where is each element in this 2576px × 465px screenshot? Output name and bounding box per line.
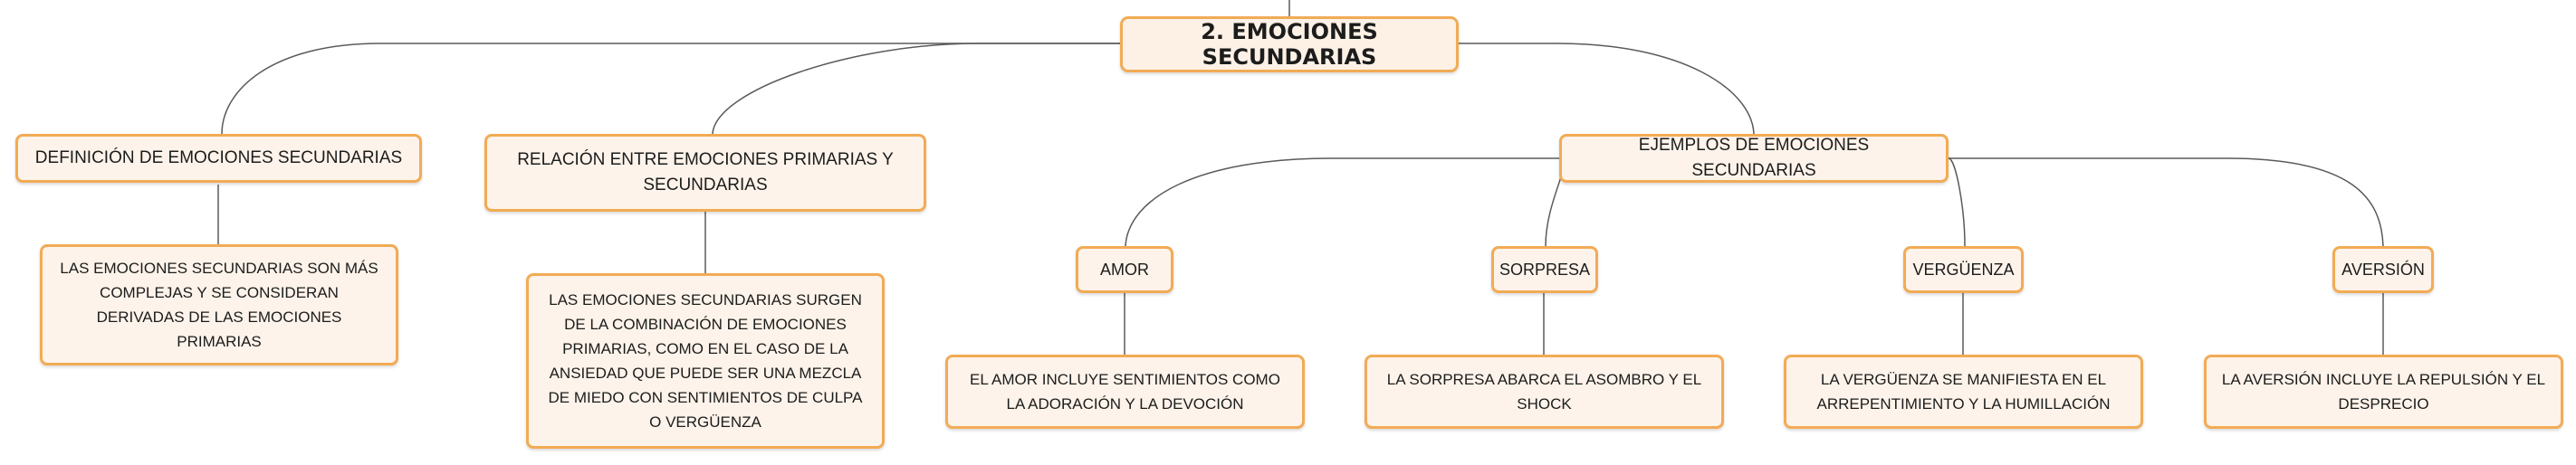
- node-definicion-detail-text: LAS EMOCIONES SECUNDARIAS SON MÁS COMPLE…: [60, 260, 378, 350]
- node-sorpresa-detail-text: LA SORPRESA ABARCA EL ASOMBRO Y EL SHOCK: [1386, 371, 1702, 413]
- connector-ejemplos-verguenza: [1948, 157, 1966, 247]
- connector-ejemplos-aversion: [1949, 157, 2384, 247]
- node-verguenza-detail-text: LA VERGÜENZA SE MANIFIESTA EN EL ARREPEN…: [1816, 371, 2111, 413]
- node-sorpresa-label: SORPRESA: [1499, 260, 1591, 279]
- node-relacion-detail-text: LAS EMOCIONES SECUNDARIAS SURGEN DE LA C…: [548, 291, 863, 431]
- node-definicion[interactable]: DEFINICIÓN DE EMOCIONES SECUNDARIAS: [15, 134, 422, 183]
- node-definicion-detail[interactable]: LAS EMOCIONES SECUNDARIAS SON MÁS COMPLE…: [40, 244, 398, 365]
- node-amor[interactable]: AMOR: [1076, 246, 1173, 293]
- node-amor-detail[interactable]: EL AMOR INCLUYE SENTIMIENTOS COMO LA ADO…: [945, 355, 1305, 429]
- node-sorpresa[interactable]: SORPRESA: [1491, 246, 1598, 293]
- node-relacion-label: RELACIÓN ENTRE EMOCIONES PRIMARIAS Y SEC…: [517, 150, 894, 195]
- node-aversion-detail-text: LA AVERSIÓN INCLUYE LA REPULSIÓN Y EL DE…: [2221, 371, 2546, 413]
- connector-root-ejemplos: [1459, 43, 1755, 135]
- node-aversion-detail[interactable]: LA AVERSIÓN INCLUYE LA REPULSIÓN Y EL DE…: [2204, 355, 2563, 429]
- connector-root-relacion: [712, 43, 1120, 135]
- node-ejemplos-label: EJEMPLOS DE EMOCIONES SECUNDARIAS: [1638, 136, 1870, 180]
- node-sorpresa-detail[interactable]: LA SORPRESA ABARCA EL ASOMBRO Y EL SHOCK: [1365, 355, 1724, 429]
- root-node[interactable]: 2. EMOCIONES SECUNDARIAS: [1120, 16, 1459, 72]
- node-relacion[interactable]: RELACIÓN ENTRE EMOCIONES PRIMARIAS Y SEC…: [484, 134, 926, 212]
- node-aversion-label: AVERSIÓN: [2341, 260, 2425, 279]
- connector-root-definicion: [221, 43, 1120, 135]
- node-amor-label: AMOR: [1100, 260, 1149, 279]
- node-ejemplos[interactable]: EJEMPLOS DE EMOCIONES SECUNDARIAS: [1559, 134, 1949, 183]
- node-verguenza[interactable]: VERGÜENZA: [1903, 246, 2024, 293]
- connector-ejemplos-amor: [1125, 157, 1559, 247]
- root-label: 2. EMOCIONES SECUNDARIAS: [1201, 19, 1378, 70]
- node-definicion-label: DEFINICIÓN DE EMOCIONES SECUNDARIAS: [34, 148, 403, 167]
- node-relacion-detail[interactable]: LAS EMOCIONES SECUNDARIAS SURGEN DE LA C…: [526, 273, 885, 449]
- node-verguenza-label: VERGÜENZA: [1912, 260, 2015, 279]
- node-amor-detail-text: EL AMOR INCLUYE SENTIMIENTOS COMO LA ADO…: [970, 371, 1280, 413]
- node-aversion[interactable]: AVERSIÓN: [2332, 246, 2434, 293]
- node-verguenza-detail[interactable]: LA VERGÜENZA SE MANIFIESTA EN EL ARREPEN…: [1784, 355, 2143, 429]
